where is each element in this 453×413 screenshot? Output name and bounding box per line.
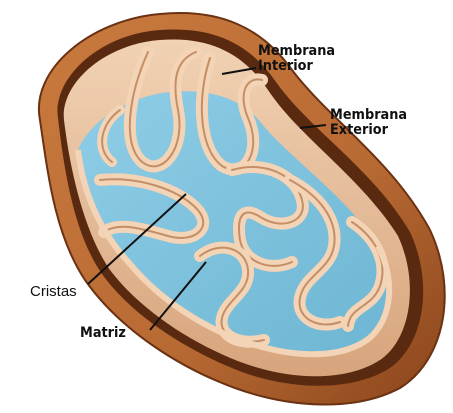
label-inner-membrane-line1: Membrana [258, 44, 335, 59]
label-outer-membrane: Membrana Exterior [330, 108, 407, 138]
label-inner-membrane: Membrana Interior [258, 44, 335, 74]
label-cristae: Cristas [30, 284, 77, 300]
label-outer-membrane-line2: Exterior [330, 123, 407, 138]
label-matrix: Matriz [80, 326, 126, 341]
label-inner-membrane-line2: Interior [258, 59, 335, 74]
label-outer-membrane-line1: Membrana [330, 108, 407, 123]
